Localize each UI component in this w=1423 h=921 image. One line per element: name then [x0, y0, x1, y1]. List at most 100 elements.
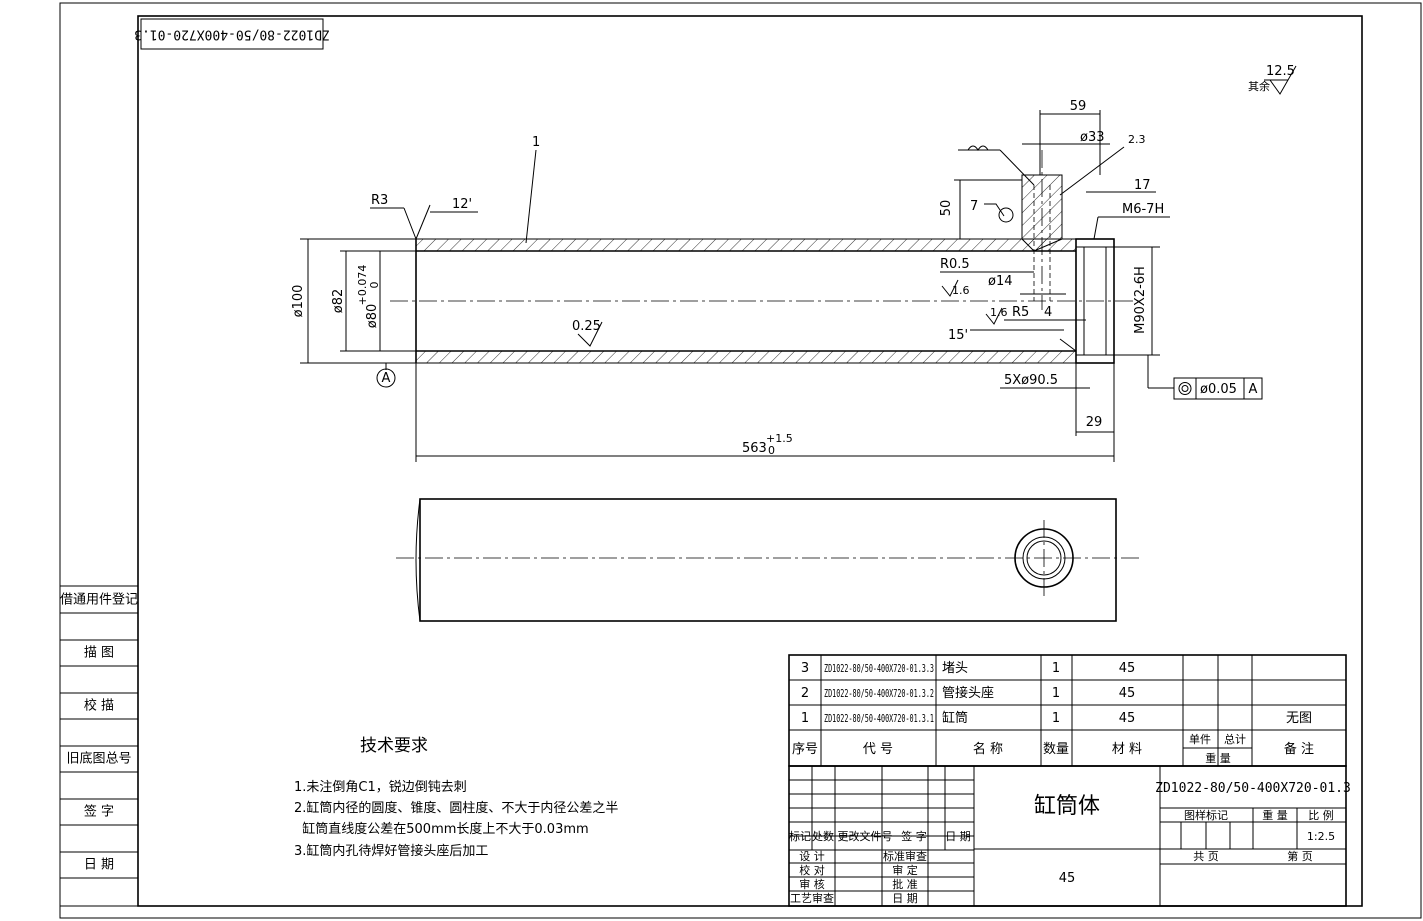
dim-angle-15: 15'	[948, 328, 968, 343]
dim-r5: R5	[1012, 305, 1029, 320]
sign-row3-left: 审 核	[799, 877, 825, 891]
dim-50: 50	[939, 200, 954, 217]
geo-tol-value: ø0.05	[1200, 382, 1237, 397]
bom-row2-qty: 1	[1052, 686, 1060, 701]
side-label-5: 签 字	[84, 804, 114, 820]
datum-a-label: A	[382, 371, 391, 386]
scale-value: 1:2.5	[1307, 830, 1335, 843]
bom-header-unit: 单件	[1189, 733, 1211, 746]
side-label-2: 描 图	[84, 646, 114, 661]
dim-length-tol-up: +1.5	[766, 432, 793, 445]
dim-r3: R3	[371, 193, 388, 208]
bom-row1-qty: 1	[1052, 711, 1060, 726]
tech-req-title: 技术要求	[360, 736, 428, 756]
dim-bore-tol-low: 0	[368, 282, 381, 289]
total-sheets-label: 共 页	[1193, 850, 1219, 863]
bom-row1-no: 1	[801, 711, 809, 726]
tech-requirements: 技术要求 1.未注倒角C1，锐边倒钝去刺 2.缸筒内径的圆度、锥度、圆柱度、不大…	[294, 736, 618, 859]
sign-row2-right: 审 定	[892, 863, 918, 877]
dim-m6: M6-7H	[1122, 202, 1164, 217]
bom-header-total: 总计	[1224, 732, 1246, 746]
bom-row1-code: ZD1022-80/50-400X720-01.3.1	[824, 712, 934, 725]
bottom-wall-section	[415, 350, 1077, 364]
bom-header-material: 材 料	[1112, 742, 1142, 757]
dim-23: 2.3	[1128, 133, 1146, 146]
geo-tolerance-frame	[1173, 377, 1263, 400]
bom-row3-qty: 1	[1052, 661, 1060, 676]
bom-header-weight: 重 量	[1205, 751, 1231, 765]
bom-table: 3 ZD1022-80/50-400X720-01.3.3 堵头 1 45 2 …	[788, 654, 1347, 767]
bom-row3-no: 3	[801, 661, 809, 676]
bom-row1-name: 缸筒	[942, 710, 968, 726]
bom-row2-material: 45	[1119, 686, 1136, 701]
scale-label: 比 例	[1308, 808, 1334, 822]
sign-row1-left: 设 计	[799, 850, 825, 863]
outer-view	[396, 498, 1140, 622]
dim-4: 4	[1044, 305, 1052, 320]
dim-groove: 5Xø90.5	[1004, 373, 1058, 388]
bom-row3-code: ZD1022-80/50-400X720-01.3.3	[824, 662, 934, 675]
dim-angle-12: 12'	[452, 197, 472, 212]
bom-row1-note: 无图	[1286, 711, 1312, 726]
sign-row2-left: 校 对	[799, 863, 825, 877]
bom-row2-code: ZD1022-80/50-400X720-01.3.2	[824, 687, 934, 700]
tech-req-item-3: 缸筒直线度公差在500mm长度上不大于0.03mm	[294, 821, 589, 837]
end-cap	[1075, 238, 1115, 364]
side-label-1: 借通用件登记	[60, 593, 138, 608]
dim-length: 563	[742, 441, 767, 456]
rotated-drawing-no-box	[140, 18, 324, 50]
stage-label: 图样标记	[1184, 808, 1228, 822]
dim-bore-tol-up: +0.074	[356, 265, 369, 306]
roughness-prefix: 其余	[1248, 79, 1270, 93]
rev-header-mark: 标记	[789, 829, 811, 843]
sign-row1-right: 标准审查	[883, 849, 927, 863]
sign-row3-right: 批 准	[892, 877, 918, 891]
rev-header-date: 日 期	[945, 830, 971, 843]
weight-label: 重 量	[1262, 808, 1288, 822]
bom-header-no: 序号	[792, 742, 818, 757]
dim-59: 59	[1070, 99, 1087, 114]
bom-row2-name: 管接头座	[942, 685, 994, 701]
inner-frame	[137, 15, 1363, 907]
ra-16-b: 1.6	[990, 306, 1008, 319]
dim-bore: ø80	[365, 304, 380, 329]
dim-29: 29	[1086, 415, 1103, 430]
dim-thread: M90X2-6H	[1133, 266, 1148, 334]
rev-header-doc: 更改文件号	[838, 829, 893, 843]
drawing-number: ZD1022-80/50-400X720-01.3	[1155, 781, 1351, 796]
roughness-025: 0.25	[572, 319, 601, 334]
datum-a-symbol	[376, 368, 396, 388]
side-label-3: 校 描	[84, 698, 114, 714]
rev-header-sign: 签 字	[901, 829, 927, 843]
side-label-4: 旧底图总号	[66, 751, 131, 767]
dim-length-tol-low: 0	[768, 444, 775, 457]
dim-id-rough: ø82	[331, 289, 346, 314]
sign-row4-right: 日 期	[892, 892, 918, 905]
leader-part-1: 1	[532, 135, 540, 150]
section-view	[390, 150, 1140, 364]
title-block: 标记 处数 更改文件号 签 字 日 期 设 计 标准审查 校 对 审 定 审 核…	[788, 765, 1351, 907]
bom-header-name: 名 称	[973, 741, 1003, 757]
tech-req-item-4: 3.缸筒内孔待焊好管接头座后加工	[294, 843, 488, 859]
outer-border	[59, 2, 1422, 919]
bom-row1-material: 45	[1119, 711, 1136, 726]
sign-row4-left: 工艺审查	[790, 891, 834, 905]
tech-req-item-1: 1.未注倒角C1，锐边倒钝去刺	[294, 780, 467, 795]
dim-od: ø100	[291, 285, 306, 318]
bom-header-note: 备 注	[1284, 741, 1314, 757]
part-name: 缸筒体	[1034, 794, 1100, 819]
bom-row2-no: 2	[801, 686, 809, 701]
bom-header-code: 代 号	[863, 742, 893, 757]
bom-row3-name: 堵头	[942, 661, 968, 676]
ra-16-a: 1.6	[952, 284, 970, 297]
geo-tol-datum: A	[1249, 382, 1258, 397]
side-column: 借通用件登记 描 图 校 描 旧底图总号 签 字 日 期	[59, 585, 139, 907]
weld-symbol	[958, 145, 1000, 151]
left-dimensions: ø100 ø82 ø80 +0.074 0 A R3 12' 1 0.25	[291, 135, 603, 388]
top-wall-section	[415, 238, 1077, 252]
dim-33: ø33	[1080, 130, 1105, 145]
bom-row3-material: 45	[1119, 661, 1136, 676]
dim-r05: R0.5	[940, 257, 970, 272]
right-dimensions: 59 ø33 2.3 50 7 17 M6-7H R0.5 1.6 ø14 1.…	[939, 99, 1263, 436]
